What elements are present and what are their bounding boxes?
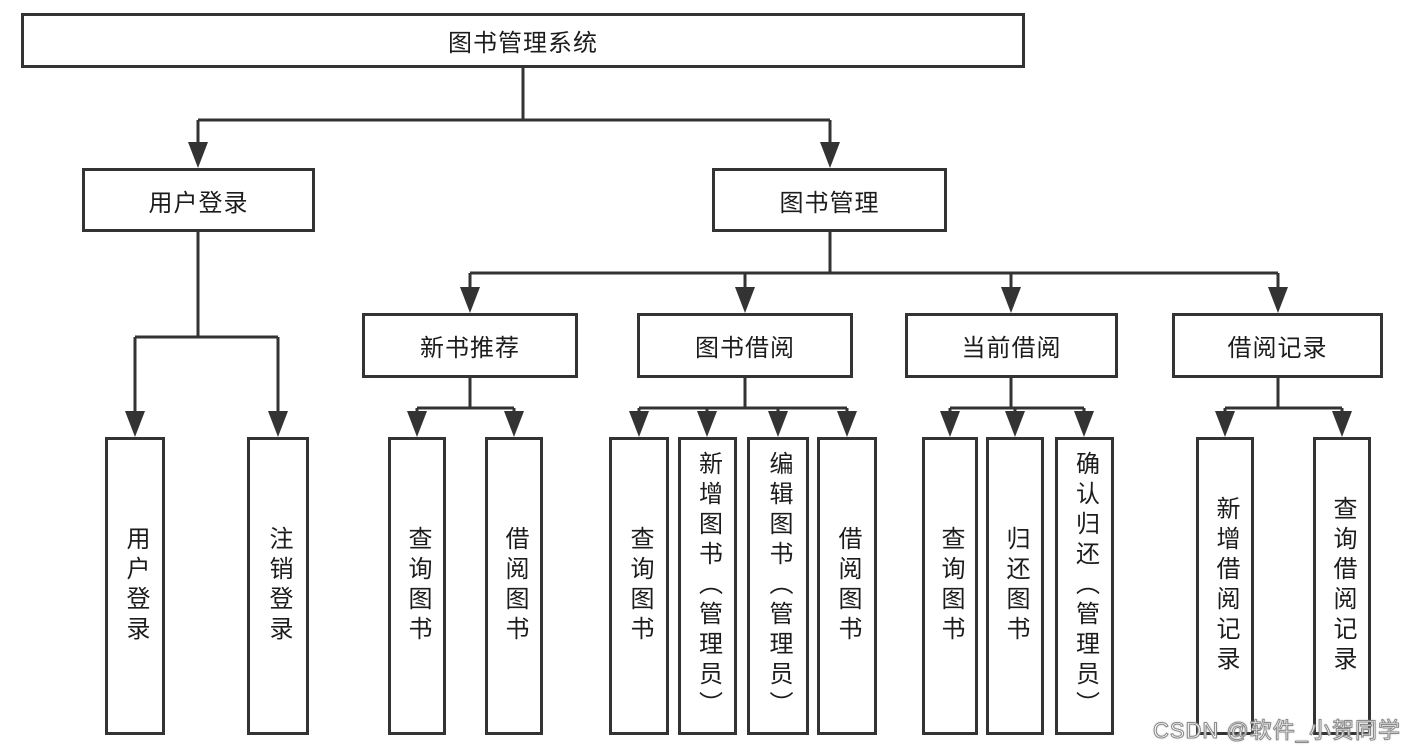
leaf-bb-edit-books-admin: 编辑图书（管理员） — [747, 437, 809, 735]
leaf-br-add-record: 新增借阅记录 — [1196, 437, 1254, 735]
leaf-bb-query-books: 查询图书 — [609, 437, 669, 735]
node-book-management: 图书管理 — [712, 168, 947, 232]
node-user-login: 用户登录 — [82, 168, 315, 232]
leaf-cb-query-books: 查询图书 — [922, 437, 978, 735]
leaf-rec-borrow-books: 借阅图书 — [485, 437, 543, 735]
leaf-cb-confirm-return-admin: 确认归还（管理员） — [1055, 437, 1114, 735]
leaf-cb-return-books: 归还图书 — [986, 437, 1044, 735]
csdn-watermark: CSDN @软件_小贺同学 — [1152, 718, 1401, 744]
arrowheads — [125, 142, 1352, 437]
leaf-rec-query-books: 查询图书 — [388, 437, 446, 735]
leaf-logout: 注销登录 — [247, 437, 309, 735]
leaf-user-login: 用户登录 — [105, 437, 165, 735]
node-borrow-records: 借阅记录 — [1172, 313, 1383, 378]
node-root-system: 图书管理系统 — [21, 13, 1025, 68]
leaf-bb-add-books-admin: 新增图书（管理员） — [678, 437, 737, 735]
leaf-bb-borrow-books: 借阅图书 — [817, 437, 877, 735]
node-book-borrow: 图书借阅 — [637, 313, 853, 378]
node-new-book-recommend: 新书推荐 — [362, 313, 578, 378]
node-current-borrow: 当前借阅 — [905, 313, 1118, 378]
leaf-br-query-record: 查询借阅记录 — [1313, 437, 1371, 735]
